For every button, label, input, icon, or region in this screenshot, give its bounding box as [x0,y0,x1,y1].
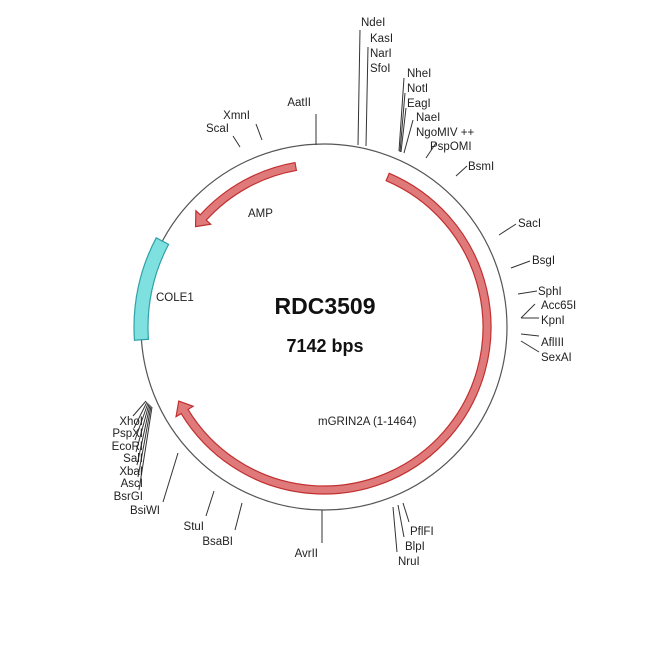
site-tick-sexai [520,340,540,353]
site-label-nhei: NheI [407,68,431,80]
feature-label-mgrin2a: mGRIN2A (1-1464) [318,416,417,428]
site-label-asci: AscI [121,478,143,490]
site-label-noti: NotI [407,83,428,95]
site-tick-acc65i [520,303,536,319]
site-label-avrii: AvrII [295,548,318,560]
site-label-pflfi: PflFI [410,526,434,538]
restriction-sites-layer: NdeI KasI NarI SfoI NheI NotI EagI NaeI NgoMIV +… [112,17,577,568]
site-tick-scai [232,135,241,148]
site-tick-stui [205,490,215,517]
site-tick-bsiwi [162,452,179,503]
site-label-nari: NarI [370,48,392,60]
site-label-nrui: NruI [398,556,420,568]
feature-cole1 [133,236,170,341]
site-tick-sphi [517,290,538,295]
plasmid-size: 7142 bps [286,336,363,356]
site-label-afliii: AflIII [541,337,564,349]
site-label-stui: StuI [184,521,204,533]
site-tick-asci [137,405,152,478]
site-tick-xbai [136,404,151,466]
site-label-acc65i: Acc65I [541,300,576,312]
site-tick-blpi [397,504,405,538]
site-tick-ndei [357,29,361,146]
backbone-circle [140,143,508,511]
site-tick-ecori [134,402,149,441]
site-label-ecori: EcoRI [112,441,143,453]
site-label-bsabi: BsaBI [202,536,233,548]
site-tick-saci [498,223,517,236]
site-label-xbai: XbaI [119,466,143,478]
site-label-ndei: NdeI [361,17,385,29]
site-label-sfoi: SfoI [370,63,390,75]
features-layer [133,161,492,495]
site-label-naei: NaeI [416,112,440,124]
site-label-sali: SalI [123,453,143,465]
site-tick-xhoi [132,400,147,417]
site-label-xhoi: XhoI [119,416,143,428]
plasmid-name: RDC3509 [275,293,376,319]
site-label-blpi: BlpI [405,541,425,553]
site-label-bsgi: BsgI [532,255,555,267]
site-tick-bsrgi [138,406,153,491]
site-tick-afliii [520,333,540,337]
site-tick-kasi [365,46,369,147]
site-label-xmni: XmnI [223,110,250,122]
feature-amp [194,161,298,228]
site-label-pspxi: PspXI [112,428,143,440]
site-label-scai: ScaI [206,123,229,135]
site-tick-bsabi [234,502,243,531]
site-label-bsiwi: BsiWI [130,505,160,517]
feature-mgrin2a [175,172,492,495]
site-label-eagi: EagI [407,98,431,110]
site-tick-bsgi [510,260,531,269]
site-label-sphi: SphI [538,286,562,298]
site-tick-pflfi [402,502,410,523]
site-label-bsmi: BsmI [468,161,494,173]
site-label-sexai: SexAI [541,352,572,364]
site-tick-sali [135,403,150,453]
site-tick-naei [403,119,414,154]
site-label-kpni: KpnI [541,315,565,327]
site-label-bsrgi: BsrGI [114,491,143,503]
site-tick-pspomi [425,142,437,159]
site-label-saci: SacI [518,218,541,230]
site-tick-nhei [398,77,405,152]
site-label-aatii: AatII [287,97,311,109]
site-tick-nrui [392,506,398,553]
site-tick-xmni [255,123,263,141]
site-tick-bsmi [455,165,468,177]
site-tick-noti [399,92,406,153]
site-label-kasi: KasI [370,33,393,45]
site-label-pspomi: PspOMI [430,141,472,153]
feature-label-cole1: COLE1 [156,292,194,304]
site-tick-pspxi [133,401,148,429]
site-tick-eagi [400,107,407,153]
feature-label-amp: AMP [248,208,273,220]
site-label-ngomiv: NgoMIV ++ [416,127,474,139]
